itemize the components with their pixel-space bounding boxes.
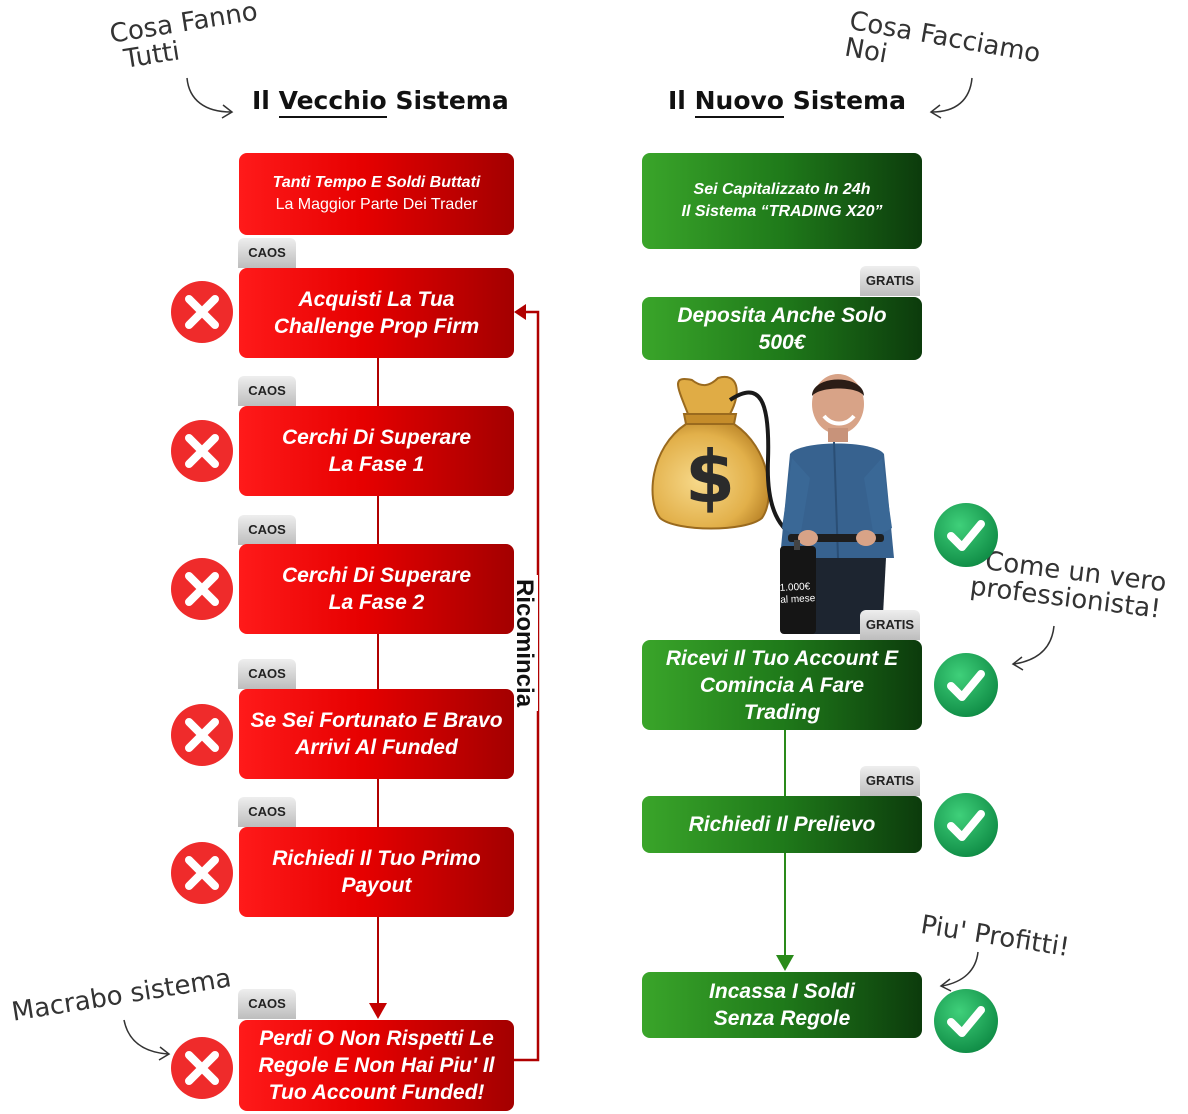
check-icon: [934, 653, 998, 717]
ricomincia-label: Ricomincia: [510, 575, 558, 735]
caos-tag: CAOS: [238, 238, 296, 268]
x-icon: [171, 704, 233, 766]
caos-tag: CAOS: [238, 797, 296, 827]
check-icon: [934, 793, 998, 857]
annotation-arrow-right-mid: [1011, 625, 1055, 671]
gratis-tag: GRATIS: [860, 266, 920, 296]
annotation-cosa-fanno-tutti: Cosa Fanno Tutti: [107, 0, 260, 76]
x-icon: [171, 1037, 233, 1099]
annotation-arrow-left-bottom: [123, 1019, 171, 1061]
ricomincia-loop-arrow: [514, 304, 540, 1062]
annotation-arrow-right-bottom: [939, 951, 979, 992]
check-icon: [934, 989, 998, 1053]
x-icon: [171, 558, 233, 620]
caos-tag: CAOS: [238, 376, 296, 406]
caos-tag: CAOS: [238, 659, 296, 689]
svg-text:$: $: [685, 435, 735, 519]
check-icon: [934, 503, 998, 567]
annotation-arrow-right-top: [929, 77, 973, 119]
x-icon: [171, 842, 233, 904]
x-icon: [171, 281, 233, 343]
right-step-3-box: Richiedi Il Prelievo: [642, 796, 922, 853]
money-bag-icon: $: [651, 375, 770, 530]
left-connector-line: [377, 356, 379, 1006]
pump-label: 1.000€ al mese: [779, 581, 816, 606]
annotation-come-professionista: Come un vero professionista!: [968, 546, 1169, 626]
left-column-title: Il Vecchio Sistema: [252, 86, 509, 118]
gratis-tag: GRATIS: [860, 610, 920, 640]
right-intro-box: Sei Capitalizzato In 24h Il Sistema “TRA…: [642, 153, 922, 249]
annotation-arrow-left-top: [186, 77, 234, 119]
x-icon: [171, 420, 233, 482]
left-intro-box: Tanti Tempo E Soldi Buttati La Maggior P…: [239, 153, 514, 235]
gratis-tag: GRATIS: [860, 766, 920, 796]
caos-tag: CAOS: [238, 515, 296, 545]
person-with-pump-illustration: [780, 374, 894, 634]
caos-tag: CAOS: [238, 989, 296, 1019]
right-connector-arrowhead: [776, 955, 794, 971]
left-connector-arrowhead: [369, 1003, 387, 1019]
right-column-title: Il Nuovo Sistema: [668, 86, 906, 118]
